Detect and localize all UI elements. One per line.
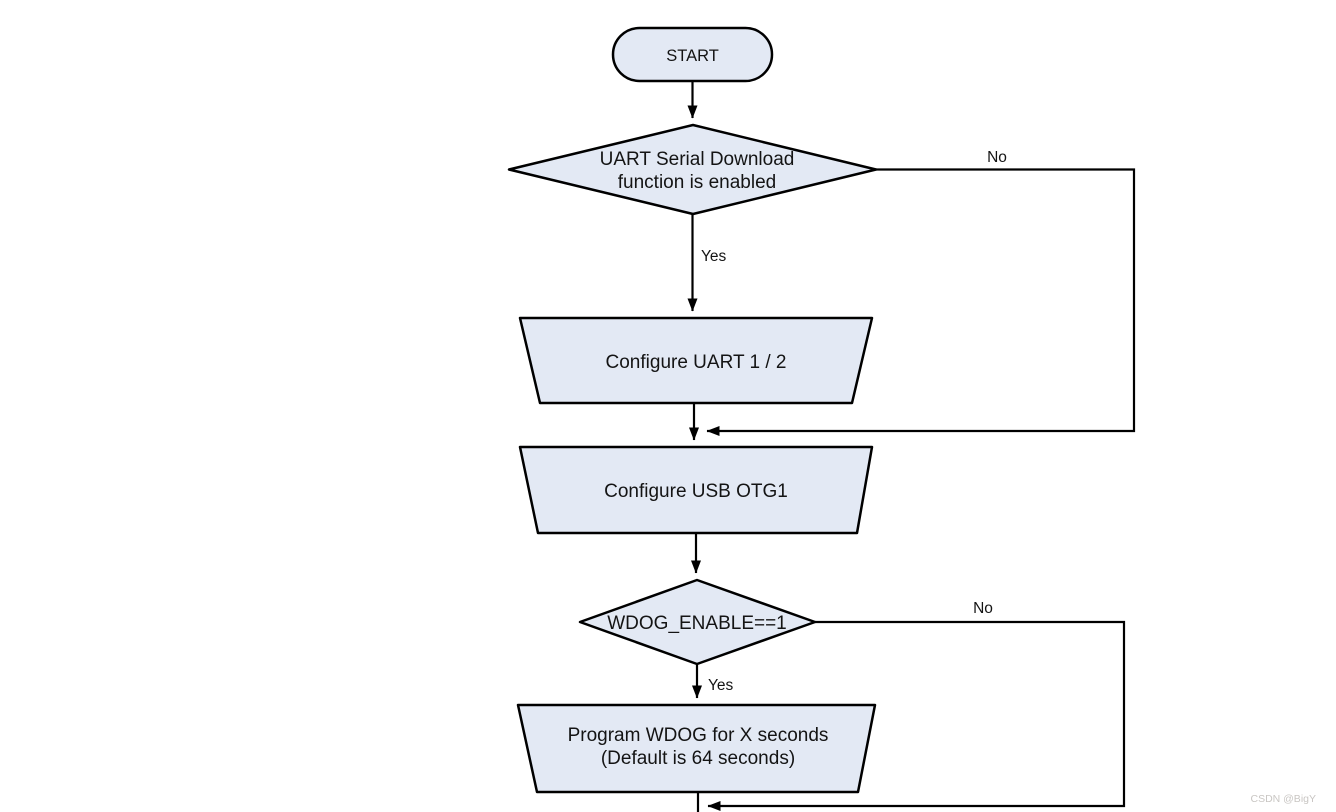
connectors: [687, 81, 1136, 812]
process-uart-label: Configure UART 1 / 2: [606, 352, 787, 373]
edge-label-uart-no: No: [987, 149, 1007, 166]
process-uart-node: Configure UART 1 / 2: [518, 316, 874, 405]
edge-label-wdog-yes: Yes: [708, 677, 734, 694]
decision-wdog-label: WDOG_ENABLE==1: [607, 613, 787, 634]
decision-wdog-shape: [578, 578, 817, 666]
process-wdog-label-line2: (Default is 64 seconds): [601, 748, 795, 769]
start-shape: [611, 26, 774, 83]
decision-uart-label-line2: function is enabled: [618, 172, 776, 193]
watermark-text: CSDN @BigY: [1250, 793, 1316, 805]
process-usb-node: Configure USB OTG1: [518, 445, 874, 535]
decision-uart-shape: [507, 123, 878, 216]
edge-decision-wdog-no: [707, 620, 1126, 811]
process-usb-label: Configure USB OTG1: [604, 481, 788, 502]
decision-uart-node: UART Serial Download function is enabled: [507, 123, 878, 216]
decision-wdog-node: WDOG_ENABLE==1: [578, 578, 817, 666]
edge-label-wdog-no: No: [973, 600, 993, 617]
process-wdog-label-line1: Program WDOG for X seconds: [568, 725, 829, 746]
edge-decision-uart-no: [706, 168, 1136, 436]
process-wdog-shape: [516, 703, 877, 794]
start-label: START: [666, 47, 719, 65]
process-usb-shape: [518, 445, 874, 535]
decision-uart-label-line1: UART Serial Download: [600, 149, 795, 170]
process-uart-shape: [518, 316, 874, 405]
start-node: START: [611, 26, 774, 83]
process-wdog-node: Program WDOG for X seconds (Default is 6…: [516, 703, 877, 794]
edge-label-uart-yes: Yes: [701, 248, 727, 265]
